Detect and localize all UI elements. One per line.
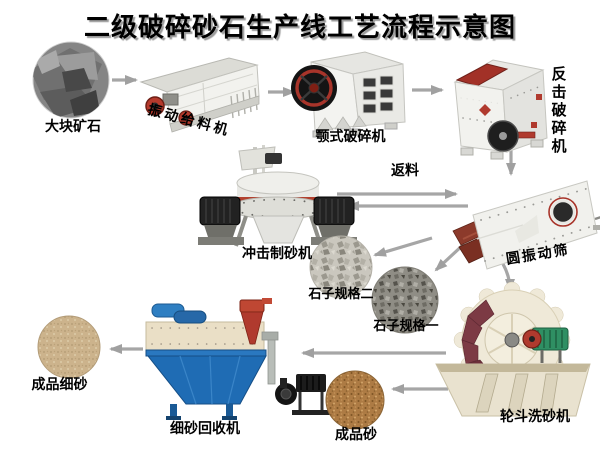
- vibrating-feeder-image: [139, 57, 260, 133]
- arrow-screen-to-gravel1: [434, 242, 466, 272]
- gravel-spec2-label: 石子规格二: [308, 286, 374, 301]
- sand-washer-image: [435, 281, 591, 417]
- fine-sand-recycler-label: 细砂回收机: [170, 420, 240, 436]
- sand-washer-label: 轮斗洗砂机: [500, 408, 570, 424]
- vibrating-screen-image: [452, 180, 600, 270]
- finished-fine-sand-image: [37, 315, 101, 379]
- diagram-title: 二级破碎砂石生产线工艺流程示意图: [83, 12, 516, 42]
- gravel-spec2-image: [309, 235, 373, 299]
- ore-label: 大块矿石: [45, 118, 101, 134]
- impact-crusher-label: 反击破碎机: [549, 66, 567, 156]
- finished-fine-sand-label: 成品细砂: [31, 376, 88, 392]
- sand-maker-image: [198, 145, 357, 247]
- arrow-screen-to-gravel2: [373, 236, 433, 257]
- gravel-spec1-label: 石子规格一: [373, 318, 439, 333]
- jaw-crusher-image: [291, 51, 406, 138]
- impact-crusher-image: [453, 59, 548, 160]
- gravel-spec1-image: [371, 266, 439, 334]
- ore-image: [32, 41, 110, 119]
- finished-sand-image: [325, 370, 385, 430]
- flow-arrows: [109, 75, 516, 394]
- jaw-crusher-label: 颚式破碎机: [315, 128, 386, 144]
- return-material-label: 返料: [391, 162, 419, 178]
- sand-maker-label: 冲击制砂机: [242, 245, 312, 261]
- finished-sand-label: 成品砂: [335, 426, 377, 442]
- fine-sand-recycler-image: [145, 298, 330, 420]
